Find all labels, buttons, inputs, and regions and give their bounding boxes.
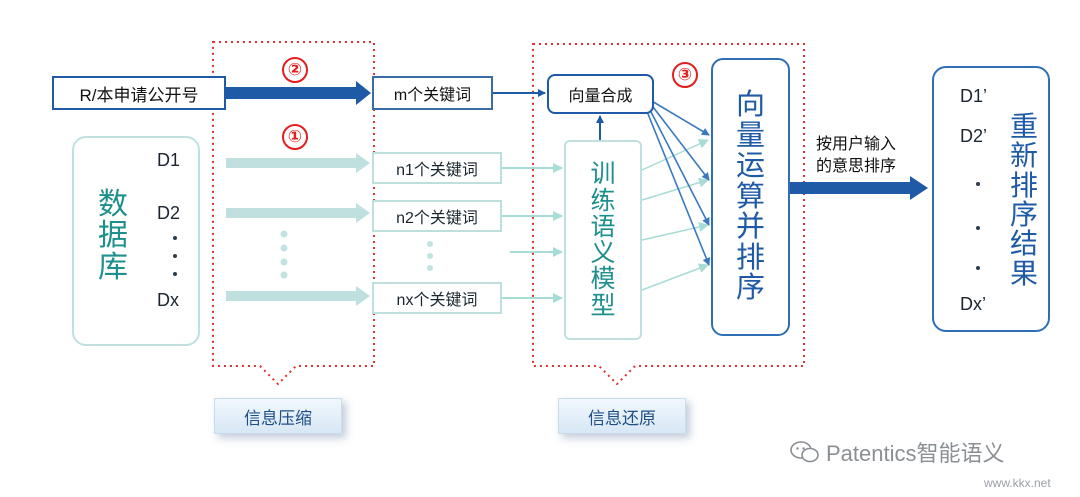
result-box: [932, 66, 1050, 332]
info-compress-tab: 信息压缩: [214, 398, 342, 434]
ellipsis-dot: [173, 272, 177, 276]
ellipsis-dot: [173, 254, 177, 258]
teal-arrow-dx: [226, 286, 370, 306]
database-box: [72, 136, 200, 346]
result-item-d2: D2’: [960, 126, 988, 146]
keyword-box-n1: n1个关键词: [372, 152, 502, 184]
step-three-marker: ③: [672, 62, 698, 88]
database-item-dx: Dx: [157, 290, 179, 310]
ellipsis-dot: [976, 182, 980, 186]
site-watermark: www.kkx.net: [984, 476, 1051, 490]
ellipsis-dot: [173, 236, 177, 240]
teal-arrow-d2: [226, 203, 370, 223]
train-semantic-model-box: 训 练 语 义 模 型: [564, 140, 642, 340]
big-arrow-to-result: [790, 176, 928, 200]
ellipsis-dot: [976, 266, 980, 270]
wechat-icon: [790, 441, 819, 463]
watermark-text: Patentics智能语义: [826, 441, 1005, 466]
info-restore-tab: 信息还原: [558, 398, 686, 434]
keyword-box-m: m个关键词: [372, 76, 493, 110]
restore-frame: [532, 43, 805, 386]
keyword-box-n2: n2个关键词: [372, 200, 502, 232]
result-item-dx: Dx’: [960, 294, 986, 314]
step-one-marker: ①: [282, 124, 308, 150]
ellipsis-dot: [976, 226, 980, 230]
vector-sort-box: 向 量 运 算 并 排 序: [711, 58, 790, 336]
patent-number-box: R/本申请公开号: [52, 76, 226, 110]
wechat-watermark: Patentics智能语义: [790, 436, 1078, 468]
teal-arrow-d1: [226, 153, 370, 173]
database-item-d2: D2: [157, 203, 181, 223]
step-two-marker: ②: [282, 57, 308, 83]
result-item-d1: D1’: [960, 86, 988, 106]
database-item-d1: D1: [157, 150, 181, 170]
vector-combine-box: 向量合成: [547, 74, 654, 114]
reorder-result-title: 重 新 排 序 结 果: [1009, 110, 1038, 289]
big-arrow-r-to-m: [226, 81, 371, 105]
patent-number-label: R/本申请公开号: [79, 85, 199, 105]
keyword-box-nx: nx个关键词: [372, 282, 502, 314]
database-title: 数 据 库: [98, 187, 128, 284]
sort-by-user-label: 按用户输入 的意思排序: [816, 136, 897, 175]
